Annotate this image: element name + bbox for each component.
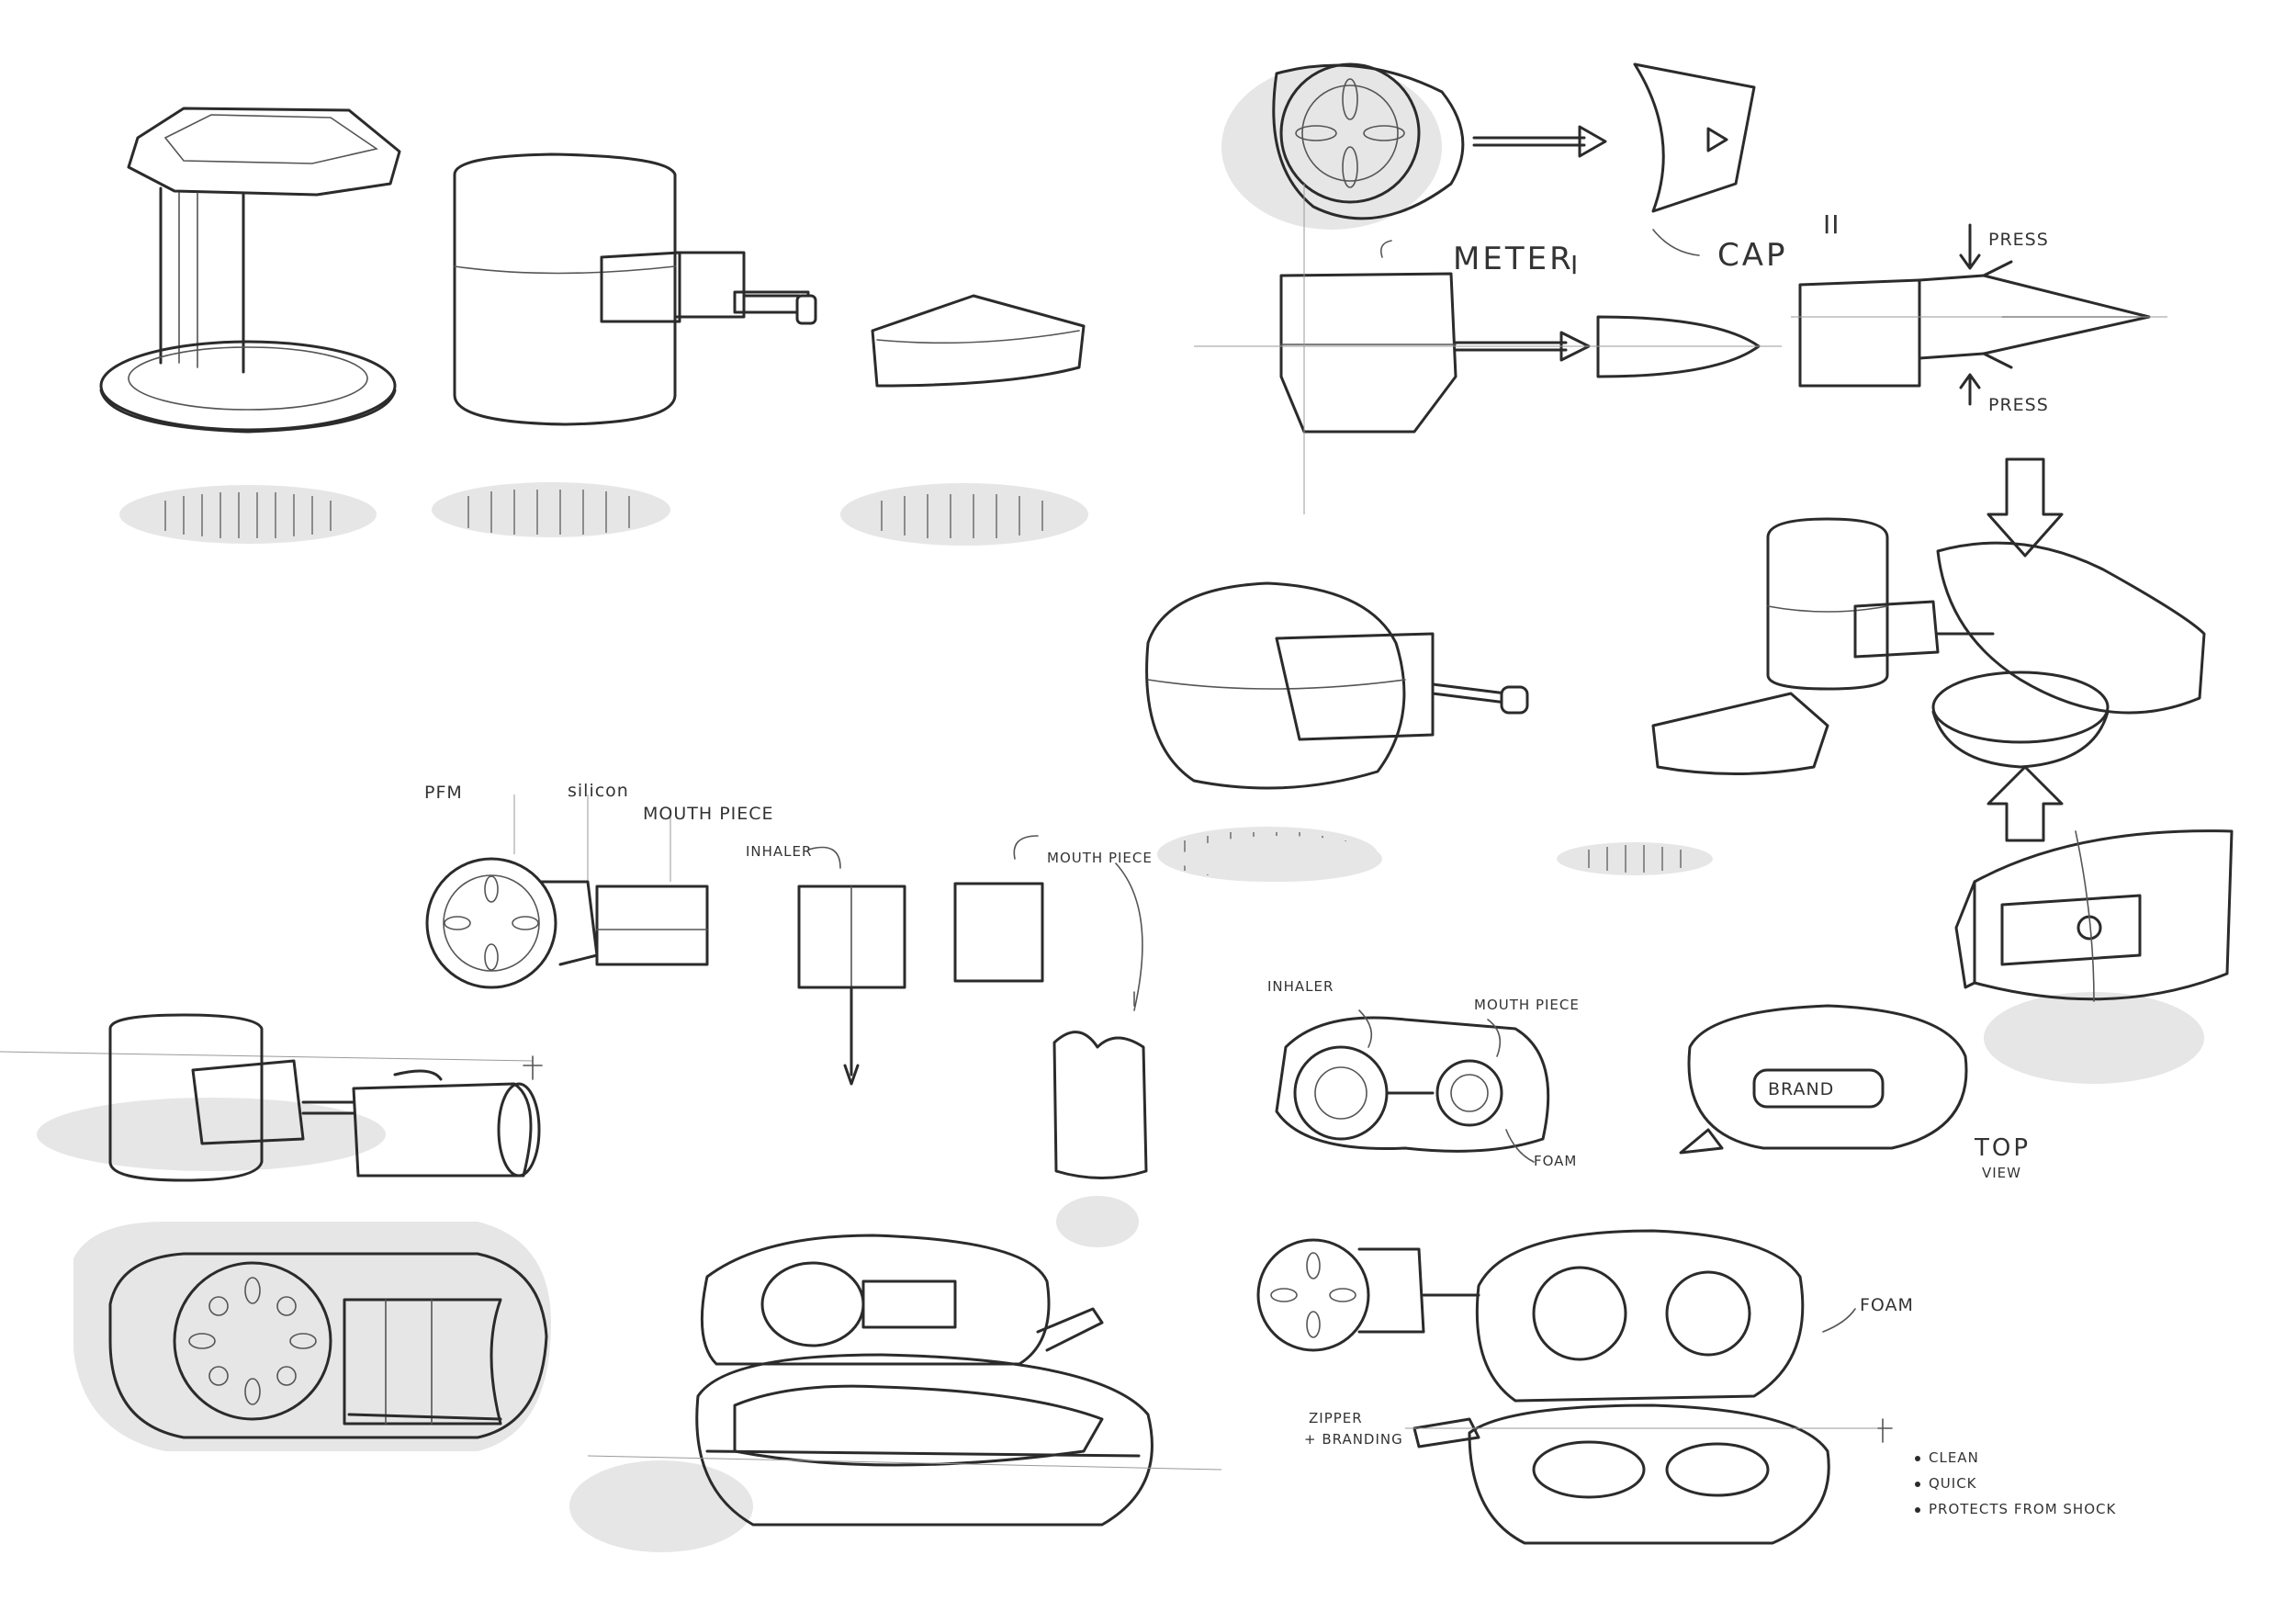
sketch-case-top-view bbox=[73, 1222, 551, 1451]
label-foam-1: FOAM bbox=[1534, 1153, 1578, 1169]
sketch-wedge-cap bbox=[840, 294, 1088, 546]
sketch-assembled-press bbox=[1791, 223, 2167, 406]
label-zipper: ZIPPER bbox=[1309, 1410, 1363, 1426]
sketch-exploded-stack bbox=[1651, 457, 2206, 842]
label-cap: CAP bbox=[1717, 237, 1788, 274]
label-branding: + BRANDING bbox=[1304, 1431, 1403, 1448]
sketch-meter-side bbox=[1194, 184, 1782, 514]
label-mouth-piece-1: MOUTH PIECE bbox=[643, 804, 774, 824]
sketch-inhaler-case-top bbox=[1275, 1009, 1550, 1163]
sketch-assembled-mouthpiece bbox=[0, 1013, 543, 1182]
note-protects-from-shock: PROTECTS FROM SHOCK bbox=[1929, 1501, 2117, 1517]
label-meter: METER bbox=[1453, 241, 1574, 277]
label-top-view-1: TOP bbox=[1975, 1134, 2032, 1162]
label-silicon: silicon bbox=[568, 781, 629, 801]
sketch-boxed-holder bbox=[1954, 829, 2234, 1084]
label-top-view-2: VIEW bbox=[1982, 1165, 2021, 1181]
sketch-case-with-pfm bbox=[1256, 1229, 1893, 1545]
bullet-icon bbox=[1915, 1456, 1920, 1513]
sketch-pfm-exploded bbox=[425, 795, 1143, 1086]
label-cap-number: II bbox=[1823, 209, 1840, 240]
sketch-cylinder-meter bbox=[432, 152, 817, 537]
label-press-top: PRESS bbox=[1988, 230, 2049, 250]
label-inhaler-2: INHALER bbox=[1267, 978, 1334, 995]
label-mouth-piece-3: MOUTH PIECE bbox=[1474, 997, 1580, 1013]
note-clean: CLEAN bbox=[1929, 1449, 1979, 1466]
label-inhaler-1: INHALER bbox=[746, 843, 813, 860]
sketch-meter-top bbox=[1221, 62, 1756, 230]
sketch-stand-device bbox=[99, 107, 401, 544]
label-foam-2: FOAM bbox=[1860, 1295, 1914, 1315]
label-brand: BRAND bbox=[1768, 1079, 1835, 1099]
label-meter-number: I bbox=[1570, 250, 1580, 280]
label-mouth-piece-2: MOUTH PIECE bbox=[1047, 850, 1153, 866]
sketch-shadow-hatch-mid bbox=[1180, 836, 1713, 882]
sketch-round-body bbox=[1145, 581, 1529, 882]
label-press-bottom: PRESS bbox=[1988, 395, 2049, 415]
sketch-clamshell-case bbox=[569, 1234, 1222, 1552]
sketch-branded-pouch bbox=[1679, 1004, 1968, 1155]
sketch-mouth-piece-standalone bbox=[1052, 991, 1148, 1247]
note-quick: QUICK bbox=[1929, 1475, 1977, 1492]
label-pfm: PFM bbox=[424, 783, 463, 803]
